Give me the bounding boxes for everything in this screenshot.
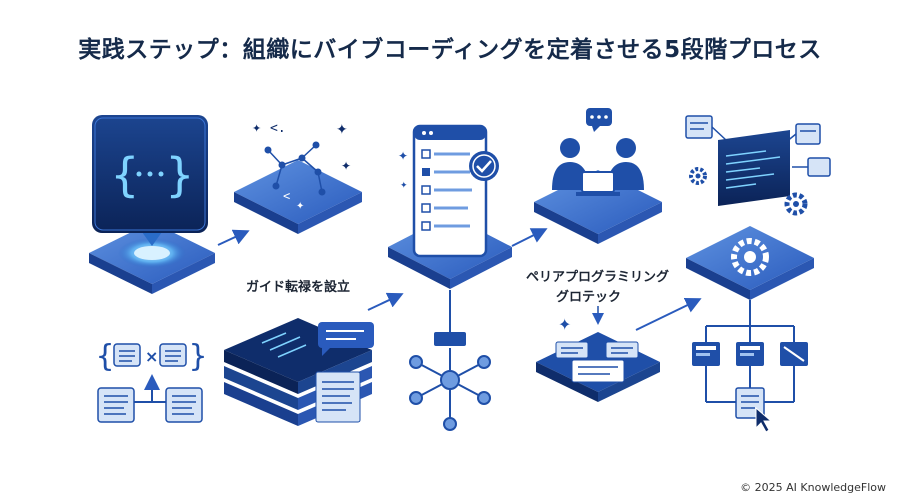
- svg-text:<: <: [283, 189, 290, 203]
- step2-platform: [234, 160, 362, 234]
- constellation-network-icon: <. ✦ ✦ ✦ ✦ <: [252, 121, 351, 212]
- svg-text:}: }: [189, 339, 207, 374]
- arrow-3-4: [511, 228, 548, 247]
- step5-platform: [686, 226, 814, 300]
- arrow-4-5: [635, 298, 702, 331]
- svg-text:✦: ✦: [400, 181, 408, 191]
- pair-programming-icon: [552, 108, 644, 196]
- svg-text:×: ×: [145, 347, 158, 366]
- svg-text:<.: <.: [270, 121, 286, 136]
- org-chart-icon: [692, 300, 808, 433]
- svg-text:}: }: [166, 148, 194, 202]
- svg-text:✦: ✦: [336, 122, 348, 138]
- svg-text:{: {: [96, 339, 114, 374]
- code-conversion-icon: { × }: [96, 339, 207, 423]
- step1-platform: [89, 222, 215, 294]
- checklist-phone-icon: ✦ ✦: [398, 124, 499, 258]
- svg-text:✦: ✦: [398, 149, 408, 163]
- step4-label-line1: ペリアプログラミリング: [526, 270, 670, 285]
- code-braces-icon: { }: [92, 115, 208, 233]
- svg-text:✦: ✦: [558, 315, 571, 334]
- svg-text:✦: ✦: [252, 122, 261, 135]
- network-hub-icon: [409, 290, 491, 431]
- arrow-1-2: [217, 229, 250, 246]
- copyright-notice: © 2025 AI KnowledgeFlow: [740, 481, 886, 494]
- svg-text:{: {: [111, 148, 139, 202]
- page-title: 実践ステップ：組織にバイブコーディングを定着させる5段階プロセス: [78, 37, 822, 63]
- shared-cards-icon: ✦: [536, 306, 660, 402]
- step4-label-line2: グロテック: [556, 290, 622, 305]
- gear-monitor-icon: [685, 115, 831, 216]
- arrow-2-3: [367, 292, 404, 311]
- code-editor-stack-icon: [224, 318, 374, 426]
- svg-text:✦: ✦: [341, 159, 351, 173]
- step2-label: ガイド転禄を設立: [246, 280, 351, 295]
- svg-text:✦: ✦: [296, 201, 304, 212]
